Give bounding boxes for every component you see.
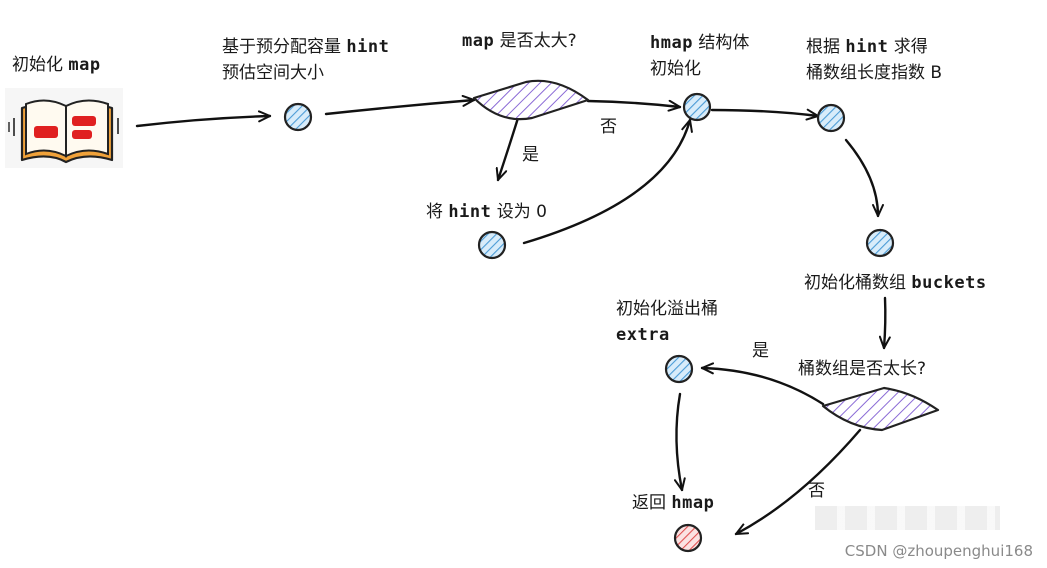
label-set-hint-code: hint bbox=[448, 202, 492, 222]
node-init-overflow-circle bbox=[664, 354, 694, 384]
label-init-buckets: 初始化桶数组 buckets bbox=[804, 270, 987, 296]
label-estimate-code: hint bbox=[346, 37, 390, 57]
label-init-map-code: map bbox=[68, 55, 101, 75]
label-estimate: 基于预分配容量 hint 预估空间大小 bbox=[222, 34, 389, 86]
edges bbox=[135, 94, 891, 536]
node-compute-b-circle bbox=[816, 103, 846, 133]
label-init-map: 初始化 map bbox=[12, 52, 101, 78]
label-init-buckets-code: buckets bbox=[911, 273, 987, 293]
edge-decision-yes bbox=[495, 116, 520, 182]
label-init-overflow: 初始化溢出桶 extra bbox=[616, 296, 718, 348]
edge-label-yes-2: 是 bbox=[752, 341, 769, 361]
label-hmap-init: hmap 结构体 初始化 bbox=[650, 30, 749, 82]
edge-overflow-to-return bbox=[673, 392, 686, 492]
label-too-big-text: 是否太大? bbox=[499, 31, 577, 51]
decision-too-long-diamond bbox=[821, 386, 940, 432]
edge-decision2-yes bbox=[700, 362, 825, 406]
label-set-hint: 将 hint 设为 0 bbox=[426, 199, 547, 225]
edge-hmap-to-computeb bbox=[710, 108, 820, 121]
label-init-overflow-line1: 初始化溢出桶 bbox=[616, 299, 718, 319]
label-init-overflow-code: extra bbox=[616, 325, 670, 345]
label-set-hint-post: 设为 0 bbox=[496, 202, 547, 222]
edge-estimate-to-decision bbox=[324, 94, 476, 116]
label-compute-b-line2: 桶数组长度指数 B bbox=[806, 63, 943, 83]
label-compute-b: 根据 hint 求得 桶数组长度指数 B bbox=[806, 34, 942, 86]
label-set-hint-pre: 将 bbox=[426, 202, 443, 222]
edge-computeb-to-buckets bbox=[844, 138, 884, 218]
edge-label-no-1: 否 bbox=[600, 117, 617, 137]
label-too-big-code: map bbox=[462, 31, 495, 51]
node-init-buckets-circle bbox=[865, 228, 895, 258]
edge-sethint-to-hmap bbox=[522, 118, 693, 245]
label-return-code: hmap bbox=[671, 493, 715, 513]
label-hmap-init-line2: 初始化 bbox=[650, 59, 701, 79]
label-too-long-text: 桶数组是否太长? bbox=[798, 359, 927, 379]
label-hmap-init-code: hmap bbox=[650, 33, 693, 53]
label-return: 返回 hmap bbox=[632, 490, 714, 516]
watermark: CSDN @zhoupenghui168 bbox=[844, 542, 1033, 560]
decision-too-big-diamond bbox=[472, 79, 590, 121]
node-set-hint-circle bbox=[477, 230, 507, 260]
edge-label-yes-1: 是 bbox=[522, 145, 539, 165]
node-hmap-init-circle bbox=[682, 92, 712, 122]
node-estimate-circle bbox=[283, 102, 313, 132]
edge-init-to-estimate bbox=[135, 110, 272, 128]
label-too-big: map 是否太大? bbox=[462, 28, 577, 54]
label-compute-b-post: 求得 bbox=[893, 37, 928, 57]
book-icon bbox=[5, 88, 123, 168]
edge-buckets-to-decision2 bbox=[878, 296, 891, 350]
node-return-circle bbox=[673, 523, 703, 553]
label-return-text: 返回 bbox=[632, 493, 666, 513]
label-estimate-line2: 预估空间大小 bbox=[222, 63, 324, 83]
label-estimate-line1: 基于预分配容量 bbox=[222, 37, 341, 57]
label-hmap-init-line1: 结构体 bbox=[698, 33, 750, 53]
edge-decision2-no bbox=[734, 428, 862, 536]
edge-label-no-2: 否 bbox=[808, 481, 825, 501]
label-init-map-text: 初始化 bbox=[12, 55, 63, 75]
blurred-watermark-area bbox=[815, 506, 1000, 530]
label-compute-b-code: hint bbox=[845, 37, 889, 57]
label-init-buckets-text: 初始化桶数组 bbox=[804, 273, 906, 293]
label-too-long: 桶数组是否太长? bbox=[798, 356, 926, 382]
edge-decision-no bbox=[586, 99, 682, 112]
label-compute-b-pre: 根据 bbox=[806, 37, 840, 57]
